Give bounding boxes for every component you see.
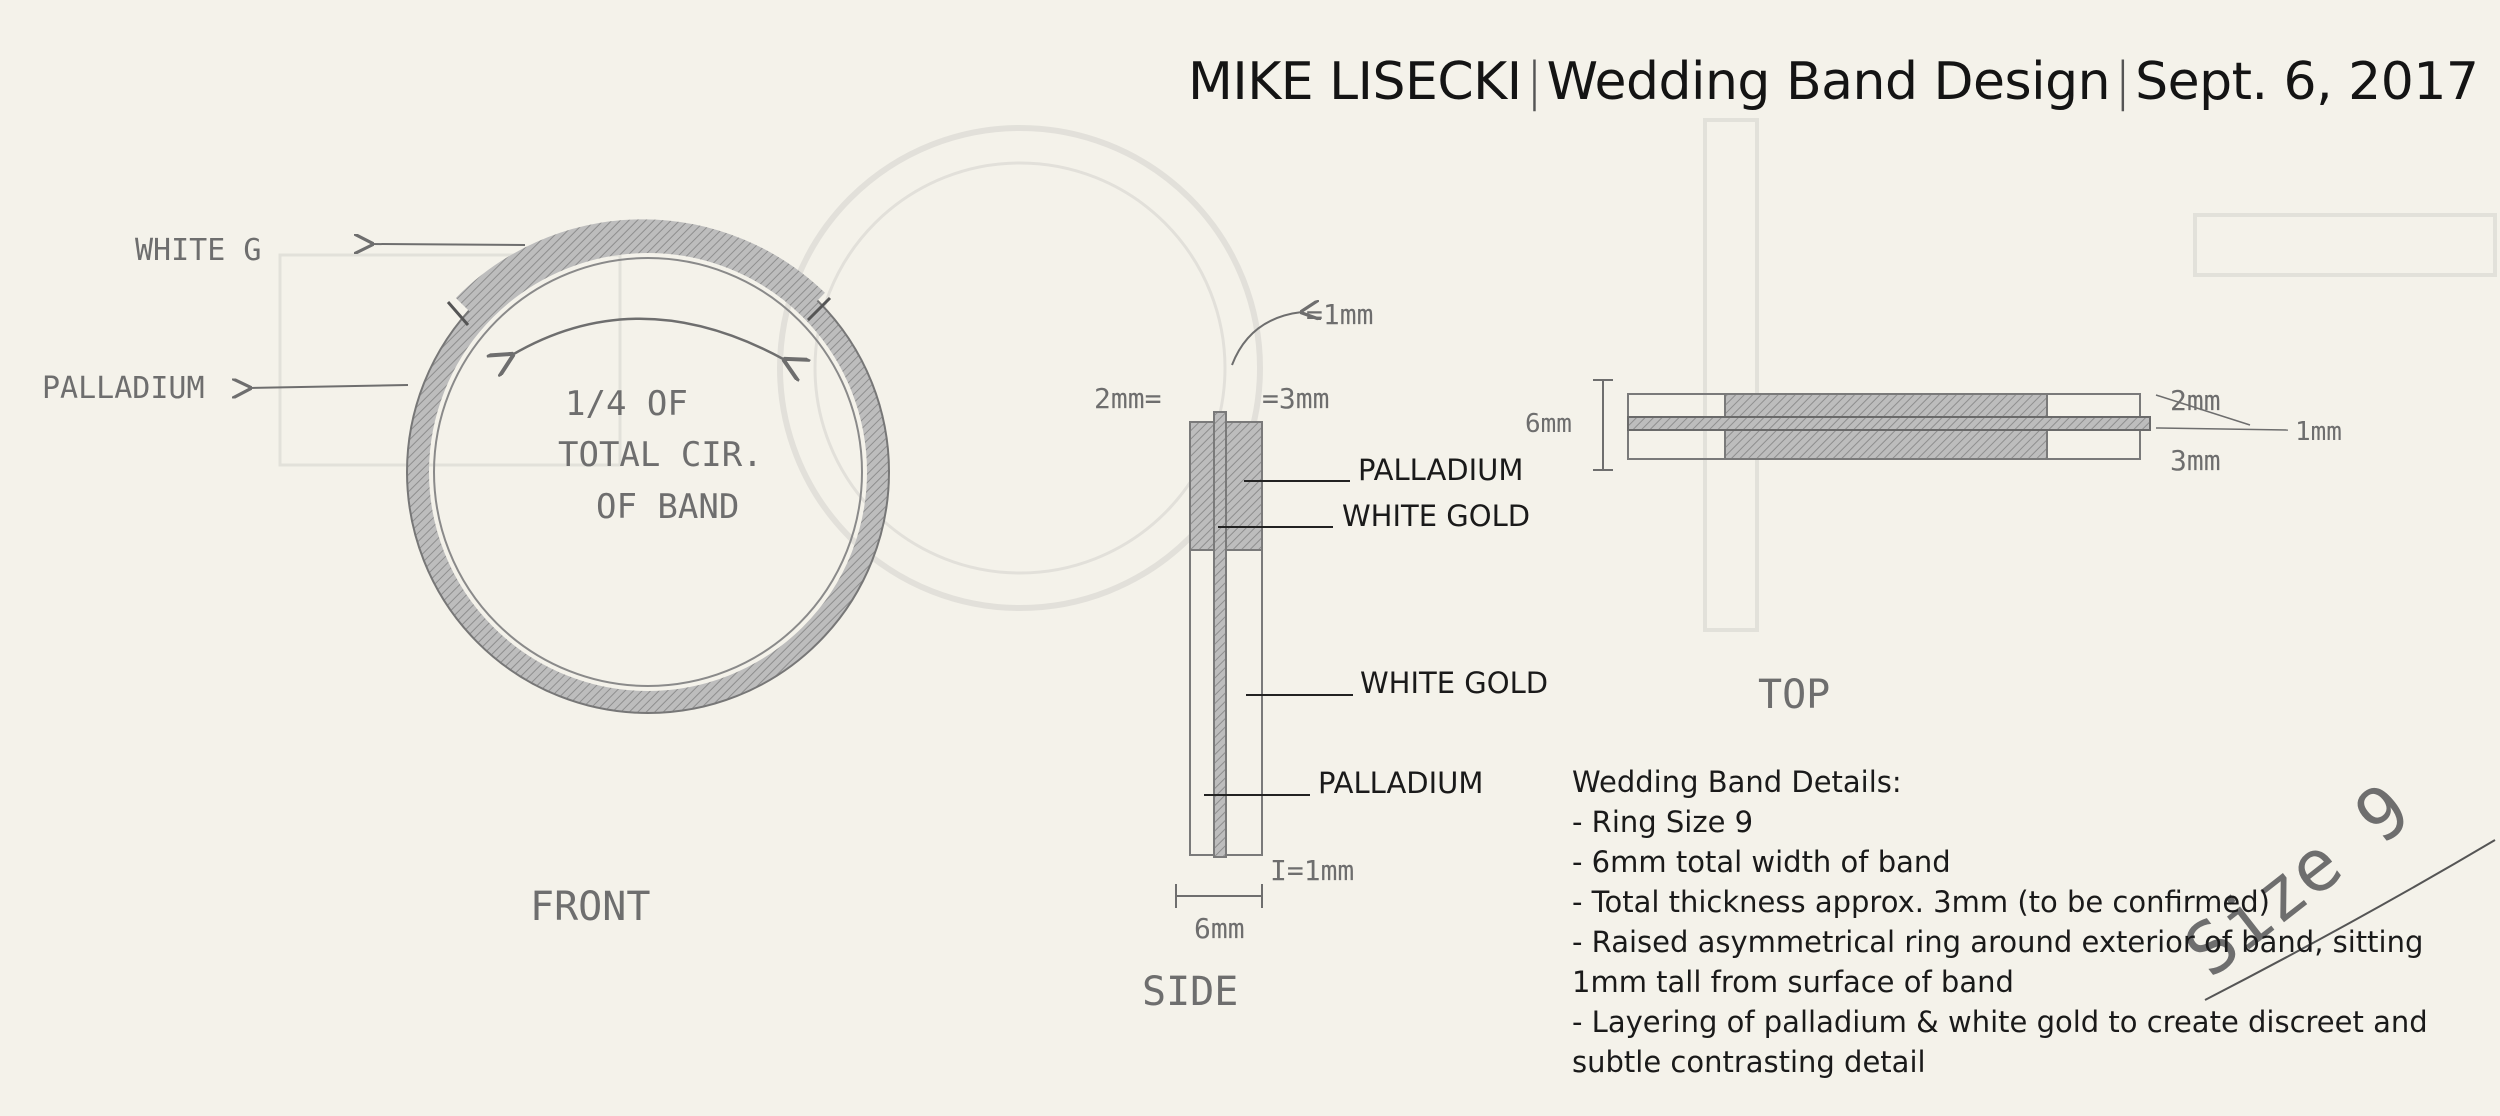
title-project: Wedding Band Design bbox=[1546, 52, 2111, 112]
side-dim-top: =1mm bbox=[1306, 298, 1373, 331]
white-gold-leader bbox=[372, 244, 526, 245]
segment-tick-right bbox=[806, 296, 832, 322]
details-item: - Raised asymmetrical ring around exteri… bbox=[1572, 925, 2424, 999]
details-item: - Ring Size 9 bbox=[1572, 805, 1754, 839]
ring-outer-band bbox=[407, 231, 889, 713]
top-dim-left: 6mm bbox=[1525, 409, 1572, 439]
arc-note-line-3: OF BAND bbox=[596, 487, 739, 527]
top-dim-r3: 3mm bbox=[2170, 444, 2221, 477]
side-dim-width: 6mm bbox=[1194, 912, 1245, 945]
side-view: =1mm 2mm= =3mm I=1mm 6mm PALLADIUM WHITE… bbox=[1094, 298, 1548, 1015]
front-view: WHITE G PALLADIUM 1/4 OF TOTAL CIR. OF B… bbox=[42, 219, 890, 930]
side-label-white-gold-1: WHITE GOLD bbox=[1342, 499, 1530, 533]
top-view-label: TOP bbox=[1758, 672, 1830, 718]
title-name: MIKE LISECKI bbox=[1188, 52, 1522, 112]
ring-inner-edge bbox=[433, 257, 863, 687]
white-gold-label: WHITE G bbox=[135, 233, 261, 268]
page-title: MIKE LISECKI|Wedding Band Design|Sept. 6… bbox=[1188, 52, 2488, 112]
front-view-label: FRONT bbox=[530, 884, 650, 930]
title-separator-1: | bbox=[1525, 52, 1544, 112]
side-dim-left: 2mm= bbox=[1094, 382, 1161, 415]
title-date: Sept. 6, 2017 bbox=[2135, 52, 2479, 112]
side-label-palladium-1: PALLADIUM bbox=[1358, 453, 1523, 487]
side-raised-strip bbox=[1213, 411, 1227, 858]
palladium-leader bbox=[250, 385, 409, 388]
quarter-arc-arrow bbox=[512, 317, 785, 360]
arc-note-line-2: TOTAL CIR. bbox=[558, 435, 763, 475]
arc-note-line-1: 1/4 OF bbox=[565, 384, 688, 424]
top-dim-arrow bbox=[1231, 312, 1302, 366]
palladium-label: PALLADIUM bbox=[42, 371, 205, 406]
side-dim-bottom: I=1mm bbox=[1270, 854, 1354, 887]
segment-tick-left bbox=[446, 301, 470, 326]
details-item: - Total thickness approx. 3mm (to be con… bbox=[1572, 885, 2270, 919]
white-gold-segment bbox=[455, 219, 825, 313]
top-hatched-lower bbox=[1724, 429, 2048, 460]
side-label-palladium-2: PALLADIUM bbox=[1318, 766, 1483, 800]
details-item: - Layering of palladium & white gold to … bbox=[1572, 1005, 2428, 1079]
top-raised-strip bbox=[1627, 416, 2151, 431]
details-block: Wedding Band Details: - Ring Size 9 - 6m… bbox=[1572, 762, 2452, 1082]
side-label-white-gold-2: WHITE GOLD bbox=[1360, 666, 1548, 700]
ghost-sketches bbox=[278, 118, 2497, 632]
title-separator-2: | bbox=[2114, 52, 2132, 112]
top-dim-r2: 1mm bbox=[2295, 417, 2342, 447]
details-heading: Wedding Band Details: bbox=[1572, 765, 1902, 799]
top-dim-r1: 2mm bbox=[2170, 384, 2221, 417]
side-dim-right: =3mm bbox=[1262, 382, 1329, 415]
top-view: 6mm 2mm 1mm 3mm TOP bbox=[1525, 379, 2342, 718]
details-item: - 6mm total width of band bbox=[1572, 845, 1951, 879]
side-view-label: SIDE bbox=[1142, 969, 1238, 1015]
